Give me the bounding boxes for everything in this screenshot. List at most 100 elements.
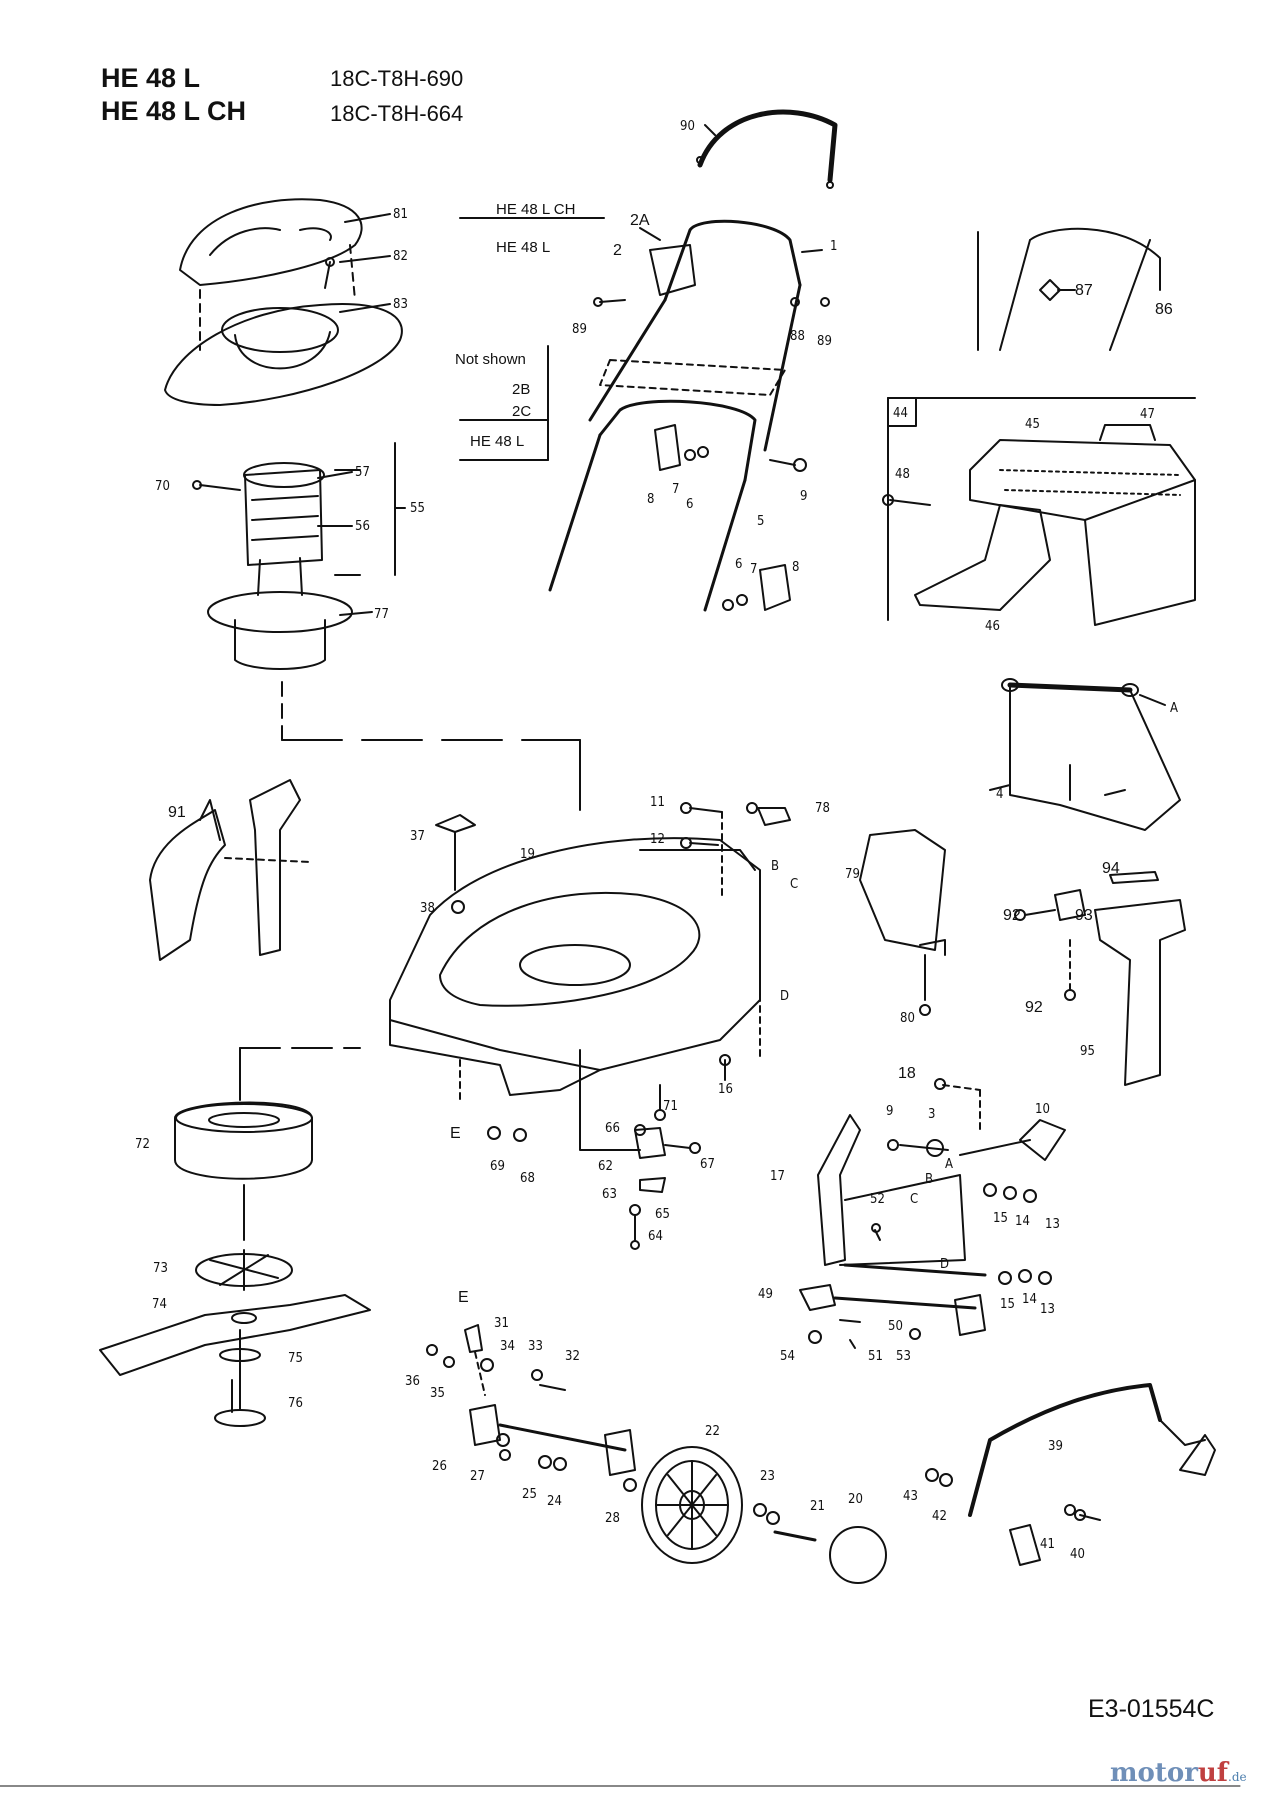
label-23: 23 — [760, 1469, 775, 1484]
label-70: 70 — [155, 479, 170, 494]
deck-group — [389, 802, 791, 1151]
label-81: 81 — [393, 207, 408, 222]
label-45: 45 — [1025, 417, 1040, 432]
not-shown-item-2c: 2C — [512, 403, 531, 420]
label-18: 18 — [898, 1065, 916, 1082]
label-13a: 13 — [1045, 1217, 1060, 1232]
discharge-chute-group — [1014, 871, 1186, 1086]
housing-83 — [164, 303, 403, 406]
label-10: 10 — [1035, 1102, 1050, 1117]
label-64: 64 — [648, 1229, 663, 1244]
label-86: 86 — [1155, 301, 1173, 318]
label-67: 67 — [700, 1157, 715, 1172]
catcher-bag-45 — [969, 439, 1196, 626]
label-57: 57 — [355, 465, 370, 480]
label-4: 4 — [996, 787, 1003, 802]
label-9b: 9 — [886, 1104, 893, 1119]
catcher-handle-47 — [1099, 424, 1156, 441]
watermark-logo: motoruf.de — [1110, 1758, 1247, 1788]
label-69: 69 — [490, 1159, 505, 1174]
label-ref-b1: B — [771, 859, 779, 874]
label-ref-e2: E — [458, 1289, 469, 1306]
label-32: 32 — [565, 1349, 580, 1364]
label-ref-a2: A — [945, 1157, 953, 1172]
label-31: 31 — [494, 1316, 509, 1331]
label-90: 90 — [680, 119, 695, 134]
label-34: 34 — [500, 1339, 515, 1354]
label-83: 83 — [393, 297, 408, 312]
label-40: 40 — [1070, 1547, 1085, 1562]
not-shown-model: HE 48 L — [470, 433, 524, 450]
rear-flap-group — [989, 678, 1181, 831]
label-ref-b2: B — [925, 1172, 933, 1187]
model-name-1: HE 48 L — [101, 63, 201, 93]
not-shown-title: Not shown — [455, 351, 526, 368]
flap-4 — [1009, 684, 1181, 831]
label-65: 65 — [655, 1207, 670, 1222]
label-36: 36 — [405, 1374, 420, 1389]
label-53: 53 — [896, 1349, 911, 1364]
wheel-22 — [641, 1446, 743, 1564]
label-20: 20 — [848, 1492, 863, 1507]
label-19: 19 — [520, 847, 535, 862]
watermark-brand-b: uf — [1197, 1758, 1228, 1788]
lower-handle-5 — [598, 399, 757, 482]
label-72: 72 — [135, 1137, 150, 1152]
label-50: 50 — [888, 1319, 903, 1334]
label-ref-c2: C — [910, 1192, 918, 1207]
label-89b: 89 — [817, 334, 832, 349]
label-2a: 2A — [630, 212, 650, 229]
label-28: 28 — [605, 1511, 620, 1526]
label-93: 93 — [1075, 907, 1093, 924]
carry-handle-group — [925, 1383, 1216, 1566]
switch-box-2 — [649, 244, 696, 296]
label-38: 38 — [420, 901, 435, 916]
knob-8a — [654, 424, 681, 471]
label-14a: 14 — [1015, 1214, 1030, 1229]
label-2: 2 — [613, 242, 622, 259]
label-6a: 6 — [686, 497, 693, 512]
upper-handle-1 — [663, 219, 802, 302]
label-78: 78 — [815, 801, 830, 816]
label-76: 76 — [288, 1396, 303, 1411]
label-ref-d1: D — [780, 989, 789, 1004]
label-92a: 92 — [1003, 907, 1021, 924]
engine-cover-group — [164, 198, 403, 406]
label-17: 17 — [770, 1169, 785, 1184]
rear-axle-group — [799, 1078, 1066, 1349]
label-77: 77 — [374, 607, 389, 622]
label-39: 39 — [1048, 1439, 1063, 1454]
label-82: 82 — [393, 249, 408, 264]
watermark-brand-a: motor — [1110, 1758, 1198, 1788]
label-46: 46 — [985, 619, 1000, 634]
label-5: 5 — [757, 514, 764, 529]
label-3: 3 — [928, 1107, 935, 1122]
legend-variant-2: HE 48 L — [496, 239, 550, 256]
label-ref-c1: C — [790, 877, 798, 892]
baffle-group — [859, 829, 946, 1016]
label-44: 44 — [893, 406, 908, 421]
label-79: 79 — [845, 867, 860, 882]
label-1: 1 — [830, 239, 837, 254]
label-54: 54 — [780, 1349, 795, 1364]
label-8b: 8 — [792, 560, 799, 575]
label-35: 35 — [430, 1386, 445, 1401]
label-11: 11 — [650, 795, 665, 810]
label-9a: 9 — [800, 489, 807, 504]
motor-group — [192, 442, 581, 811]
label-52: 52 — [870, 1192, 885, 1207]
label-21: 21 — [810, 1499, 825, 1514]
label-27: 27 — [470, 1469, 485, 1484]
deck-19 — [389, 837, 761, 1071]
label-37: 37 — [410, 829, 425, 844]
document-id: E3-01554C — [1088, 1695, 1215, 1723]
label-94: 94 — [1102, 860, 1120, 877]
label-74: 74 — [152, 1297, 167, 1312]
hood-81 — [179, 198, 363, 286]
label-ref-d2: D — [940, 1257, 949, 1272]
watermark-suffix: .de — [1228, 1770, 1247, 1784]
latch-group — [629, 1124, 701, 1250]
label-51: 51 — [868, 1349, 883, 1364]
label-91: 91 — [168, 804, 186, 821]
